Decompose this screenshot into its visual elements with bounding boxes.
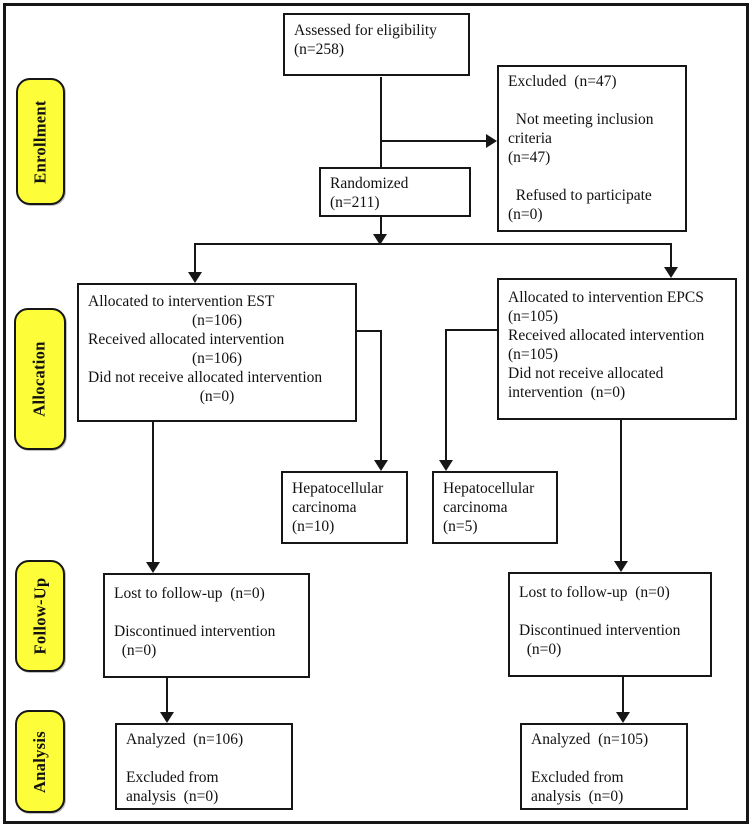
connector-randomized-stem bbox=[380, 217, 382, 235]
box-hepatocellular-right: Hepatocellular carcinoma (n=5) bbox=[432, 471, 558, 544]
box-analyzed-left: Analyzed (n=106) Excluded from analysis … bbox=[115, 723, 293, 810]
stage-label-analysis-text: Analysis bbox=[30, 730, 50, 793]
box-line: (n=47) bbox=[508, 149, 551, 166]
box-line: Hepatocellular bbox=[292, 480, 384, 497]
box-line: (n=0) bbox=[519, 641, 562, 658]
connector-epcs-to-hcc-horizontal bbox=[446, 329, 497, 331]
arrow-down-icon bbox=[146, 562, 160, 573]
box-line: (n=0) bbox=[199, 388, 235, 405]
box-excluded: Excluded (n=47) Not meeting inclusion cr… bbox=[497, 65, 687, 232]
arrow-down-icon bbox=[160, 712, 174, 723]
box-line bbox=[508, 167, 676, 186]
box-line: Excluded from bbox=[531, 769, 624, 786]
stage-label-enrollment-text: Enrollment bbox=[30, 99, 50, 184]
arrow-down-icon bbox=[614, 561, 628, 572]
box-line: Excluded from bbox=[126, 769, 219, 786]
box-line: Analyzed (n=105) bbox=[531, 731, 649, 748]
box-followup-right: Lost to follow-up (n=0) Discontinued int… bbox=[508, 572, 712, 677]
box-line: (n=106) bbox=[191, 350, 243, 367]
box-line: Assessed for eligibility bbox=[294, 22, 437, 39]
box-line: carcinoma bbox=[443, 499, 508, 516]
box-line: intervention (n=0) bbox=[508, 384, 626, 401]
box-line: Lost to follow-up (n=0) bbox=[519, 584, 670, 601]
box-allocated-epcs: Allocated to intervention EPCS (n=105) R… bbox=[497, 278, 737, 420]
box-line: (n=258) bbox=[294, 41, 345, 58]
box-line: criteria bbox=[508, 130, 552, 147]
box-line bbox=[126, 749, 282, 768]
connector-branch-right-drop bbox=[670, 243, 672, 268]
box-line: (n=105) bbox=[508, 308, 559, 325]
connector-assessed-to-randomized bbox=[380, 77, 382, 167]
box-line: (n=211) bbox=[330, 194, 380, 211]
connector-est-to-hcc-vertical bbox=[380, 330, 382, 460]
box-analyzed-right: Analyzed (n=105) Excluded from analysis … bbox=[520, 723, 688, 810]
box-line bbox=[519, 602, 701, 621]
box-line bbox=[114, 603, 299, 622]
connector-est-to-hcc-horizontal bbox=[357, 330, 382, 332]
box-line: Discontinued intervention bbox=[519, 622, 681, 639]
box-line: Allocated to intervention EPCS bbox=[508, 289, 704, 306]
box-line: Not meeting inclusion bbox=[508, 111, 654, 128]
connector-followup-to-analysis-right bbox=[622, 677, 624, 712]
box-line: Analyzed (n=106) bbox=[126, 731, 244, 748]
box-line: (n=0) bbox=[508, 206, 543, 223]
box-line: analysis (n=0) bbox=[531, 788, 624, 805]
arrow-down-icon bbox=[664, 267, 678, 278]
box-line: Received allocated intervention bbox=[508, 327, 705, 344]
box-line bbox=[531, 749, 677, 768]
stage-label-analysis: Analysis bbox=[15, 710, 65, 813]
stage-label-allocation-text: Allocation bbox=[30, 341, 50, 417]
box-line: Excluded (n=47) bbox=[508, 73, 617, 90]
box-allocated-est: Allocated to intervention EST (n=106) Re… bbox=[77, 283, 357, 422]
diagram-outer-border bbox=[3, 3, 749, 824]
box-line: (n=5) bbox=[443, 518, 478, 535]
box-assessed-for-eligibility: Assessed for eligibility (n=258) bbox=[283, 13, 470, 76]
arrow-down-icon bbox=[616, 712, 630, 723]
stage-label-enrollment: Enrollment bbox=[16, 78, 65, 205]
arrow-down-icon bbox=[439, 460, 453, 471]
arrow-down-icon bbox=[374, 460, 388, 471]
arrow-down-icon bbox=[188, 272, 202, 283]
box-line: Lost to follow-up (n=0) bbox=[114, 585, 265, 602]
stage-label-followup-text: Follow-Up bbox=[30, 577, 50, 655]
connector-followup-to-analysis-left bbox=[166, 678, 168, 712]
connector-est-to-followup bbox=[152, 422, 154, 562]
box-line: Hepatocellular bbox=[443, 480, 535, 497]
box-line: Did not receive allocated intervention bbox=[88, 369, 323, 386]
box-randomized: Randomized (n=211) bbox=[319, 167, 471, 217]
box-line: (n=105) bbox=[508, 346, 559, 363]
box-line: Discontinued intervention bbox=[114, 623, 276, 640]
connector-branch-horizontal bbox=[194, 243, 671, 245]
arrow-down-icon bbox=[373, 234, 387, 245]
box-line: (n=106) bbox=[191, 312, 243, 329]
box-followup-left: Lost to follow-up (n=0) Discontinued int… bbox=[103, 573, 310, 678]
arrow-right-icon bbox=[486, 134, 497, 148]
box-line: (n=10) bbox=[292, 518, 335, 535]
connector-epcs-to-hcc-vertical bbox=[445, 329, 447, 460]
box-line: Allocated to intervention EST bbox=[88, 293, 275, 310]
connector-branch-left-drop bbox=[194, 243, 196, 273]
box-line: Did not receive allocated bbox=[508, 365, 664, 382]
stage-label-allocation: Allocation bbox=[14, 308, 66, 450]
box-line: Received allocated intervention bbox=[88, 331, 285, 348]
connector-epcs-to-followup bbox=[620, 420, 622, 561]
box-line: analysis (n=0) bbox=[126, 788, 219, 805]
box-line: Refused to participate bbox=[508, 187, 652, 204]
box-line bbox=[508, 91, 676, 110]
box-line: carcinoma bbox=[292, 499, 357, 516]
box-line: (n=0) bbox=[114, 642, 157, 659]
connector-to-excluded bbox=[381, 140, 486, 142]
box-line: Randomized bbox=[330, 175, 409, 192]
stage-label-followup: Follow-Up bbox=[15, 560, 65, 672]
box-hepatocellular-left: Hepatocellular carcinoma (n=10) bbox=[281, 471, 408, 544]
